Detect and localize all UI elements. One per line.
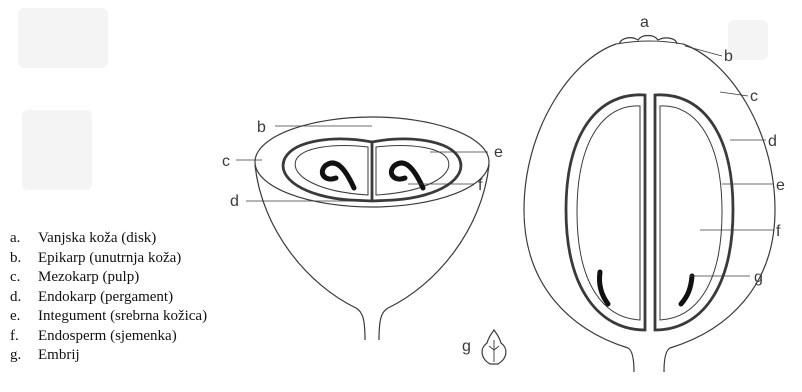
legend-key: e.: [10, 307, 38, 327]
legend-item-e: e.Integument (srebrna kožica): [10, 307, 207, 327]
legend-text: Mezokarp (pulp): [38, 268, 139, 288]
cherry-outer-skin: [524, 44, 775, 372]
label-g-embryo: g: [462, 338, 471, 355]
legend-text: Embrij: [38, 346, 80, 366]
label-f-left: f: [478, 177, 483, 194]
longitudinal-embryo-right: [681, 276, 692, 304]
legend-key: c.: [10, 268, 38, 288]
bean-integument-left: [577, 106, 640, 320]
legend-key: g.: [10, 346, 38, 366]
label-f-right: f: [776, 223, 781, 240]
cherry-top-join: [616, 41, 683, 44]
legend: a.Vanjska koža (disk) b.Epikarp (unutrnj…: [10, 229, 207, 366]
label-g-right: g: [754, 269, 763, 286]
label-d-right: d: [768, 133, 777, 150]
legend-key: a.: [10, 229, 38, 249]
legend-item-f: f.Endosperm (sjemenka): [10, 327, 207, 347]
legend-text: Endosperm (sjemenka): [38, 327, 177, 347]
label-e-right: e: [776, 177, 785, 194]
label-d-left: d: [230, 193, 239, 210]
label-e-left: e: [494, 144, 503, 161]
legend-key: b.: [10, 249, 38, 269]
longitudinal-embryo-left: [599, 272, 608, 304]
legend-item-d: d.Endokarp (pergament): [10, 288, 207, 308]
label-b-right: b: [724, 48, 733, 65]
legend-text: Endokarp (pergament): [38, 288, 173, 308]
embryo-detail: [482, 330, 506, 364]
longitudinal-section-figure: [524, 36, 775, 373]
legend-text: Vanjska koža (disk): [38, 229, 156, 249]
cross-section-embryo-left: [322, 163, 354, 188]
cross-section-figure: [236, 117, 489, 340]
bean-endocarp-right: [655, 95, 733, 330]
label-a-right: a: [640, 14, 649, 31]
legend-item-c: c.Mezokarp (pulp): [10, 268, 207, 288]
legend-item-a: a.Vanjska koža (disk): [10, 229, 207, 249]
legend-item-b: b.Epikarp (unutrnja koža): [10, 249, 207, 269]
legend-text: Epikarp (unutrnja koža): [38, 249, 181, 269]
legend-key: d.: [10, 288, 38, 308]
bean-endocarp-left: [566, 95, 645, 330]
legend-item-g: g.Embrij: [10, 346, 207, 366]
label-c-right: c: [750, 88, 758, 105]
label-c-left: c: [222, 153, 230, 170]
label-b-left: b: [257, 119, 266, 136]
legend-key: f.: [10, 327, 38, 347]
legend-text: Integument (srebrna kožica): [38, 307, 207, 327]
